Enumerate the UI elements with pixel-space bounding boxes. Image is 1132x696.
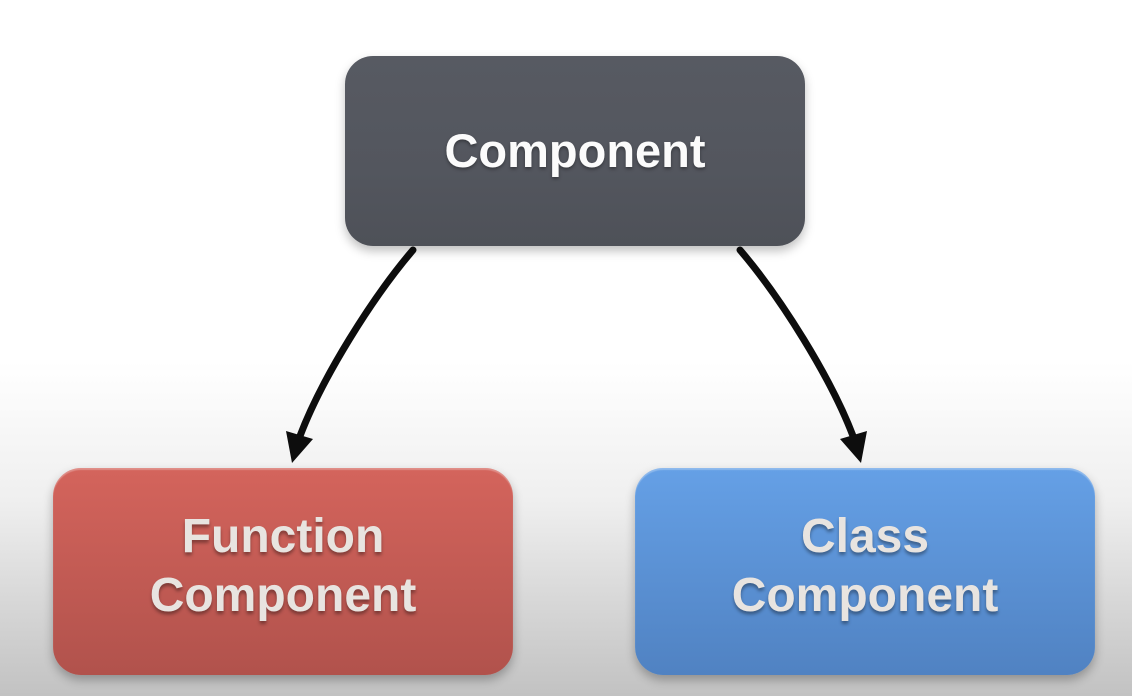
node-class-component-label: Class Component: [731, 509, 999, 622]
arrow-to-class-head-icon: [840, 431, 867, 463]
arrow-component-to-function: [286, 246, 417, 463]
arrow-to-class-line: [736, 246, 857, 440]
arrow-to-function-line: [296, 246, 417, 440]
node-component: Component: [345, 56, 805, 246]
node-function-component: Function Component: [53, 468, 513, 675]
arrow-component-to-class: [736, 246, 867, 463]
node-function-component-label: Function Component: [149, 509, 417, 622]
node-class-component: Class Component: [635, 468, 1095, 675]
arrow-to-function-head-icon: [286, 431, 313, 463]
node-component-label: Component: [444, 124, 706, 178]
